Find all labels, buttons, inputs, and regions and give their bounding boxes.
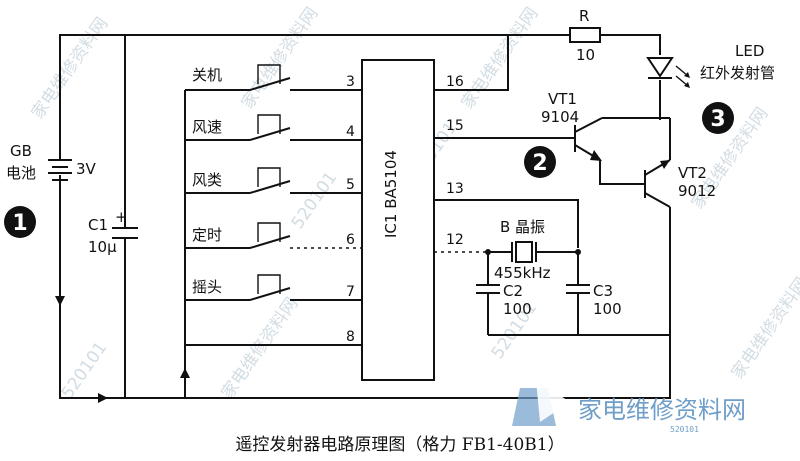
c1-value: 10μ: [88, 238, 117, 256]
ic-pin: 6: [346, 232, 355, 248]
transistor-vt2: VT2 9012: [644, 117, 716, 398]
diagram-caption: 遥控发射器电路原理图（格力 FB1-40B1）: [235, 435, 564, 455]
switch-label: 关机: [192, 66, 222, 84]
crystal-freq: 455kHz: [494, 264, 551, 282]
ic-pin: 8: [346, 329, 355, 345]
ic-output-wires: [434, 35, 579, 253]
marker-1: 1: [4, 206, 36, 238]
resistor-value: 10: [576, 46, 595, 64]
ic1-chip: IC1 BA5104 3 4 5 6 7 8 16 15 13 12: [346, 59, 464, 381]
transistor-vt1: VT1 9104: [541, 90, 660, 185]
led-name: LED: [735, 42, 764, 60]
brand-logo: 家电维修资料网 520101: [512, 380, 746, 434]
vt1-name: VT1: [548, 90, 577, 108]
battery-label: 电池: [6, 164, 36, 182]
brand-code: 520101: [670, 425, 699, 434]
capacitor-c1: + C1 10μ: [88, 35, 138, 398]
c1-plus: +: [115, 208, 128, 226]
watermark-code: 520101: [58, 338, 112, 403]
marker-2: 2: [524, 146, 556, 178]
watermark-text: 家电维修资料网: [458, 4, 543, 113]
led-desc: 红外发射管: [700, 64, 775, 82]
ic1-name: IC1 BA5104: [382, 150, 400, 238]
resistor-r: R 10: [569, 7, 601, 64]
c3-name: C3: [593, 282, 613, 300]
switch-label: 定时: [192, 226, 222, 244]
switch-fan-speed: 风速: [185, 114, 362, 141]
crystal-name: B 晶振: [500, 218, 545, 236]
switch-bus: [180, 90, 362, 398]
capacitor-c2: C2 100: [476, 252, 532, 335]
ic-pin: 7: [346, 284, 355, 300]
ic-pin: 12: [446, 232, 464, 248]
watermark-text: 家电维修资料网: [218, 294, 303, 403]
brand-name: 家电维修资料网: [578, 396, 746, 424]
ic-pin: 16: [446, 74, 464, 90]
battery-gb: GB 电池 3V: [6, 142, 97, 182]
c2-name: C2: [503, 282, 523, 300]
ic-pin: 4: [346, 124, 355, 140]
vt1-model: 9104: [541, 108, 579, 126]
marker-number: 3: [710, 107, 725, 132]
battery-name: GB: [10, 142, 32, 160]
marker-number: 1: [12, 211, 27, 236]
led-ir-emitter: LED 红外发射管: [646, 42, 775, 88]
switch-fan-type: 风类: [185, 167, 362, 194]
switch-power-off: 关机: [185, 64, 362, 91]
c3-value: 100: [593, 300, 622, 318]
vt2-model: 9012: [678, 182, 716, 200]
ic-pin: 3: [346, 74, 355, 90]
ic-pin: 13: [446, 181, 464, 197]
watermark-text: 家电维修资料网: [28, 14, 113, 123]
watermark-text: 家电维修资料网: [728, 274, 800, 383]
resistor-name: R: [579, 7, 589, 25]
ic-pin: 15: [446, 118, 464, 134]
switch-label: 摇头: [192, 278, 222, 296]
capacitor-c3: C3 100: [566, 252, 622, 335]
c2-value: 100: [503, 300, 532, 318]
marker-number: 2: [532, 151, 547, 176]
battery-voltage: 3V: [76, 160, 97, 178]
watermark-code: 520101: [288, 168, 342, 233]
switch-swing: 摇头: [185, 274, 362, 301]
marker-3: 3: [702, 102, 734, 134]
vt2-name: VT2: [678, 164, 707, 182]
watermark-text: 家电维修资料网: [238, 4, 323, 113]
switch-label: 风类: [192, 171, 222, 189]
c1-name: C1: [88, 216, 108, 234]
switch-timer: 定时: [185, 222, 362, 249]
ic-pin: 5: [346, 177, 355, 193]
switch-label: 风速: [192, 118, 222, 136]
crystal-b: B 晶振 455kHz: [485, 218, 581, 282]
